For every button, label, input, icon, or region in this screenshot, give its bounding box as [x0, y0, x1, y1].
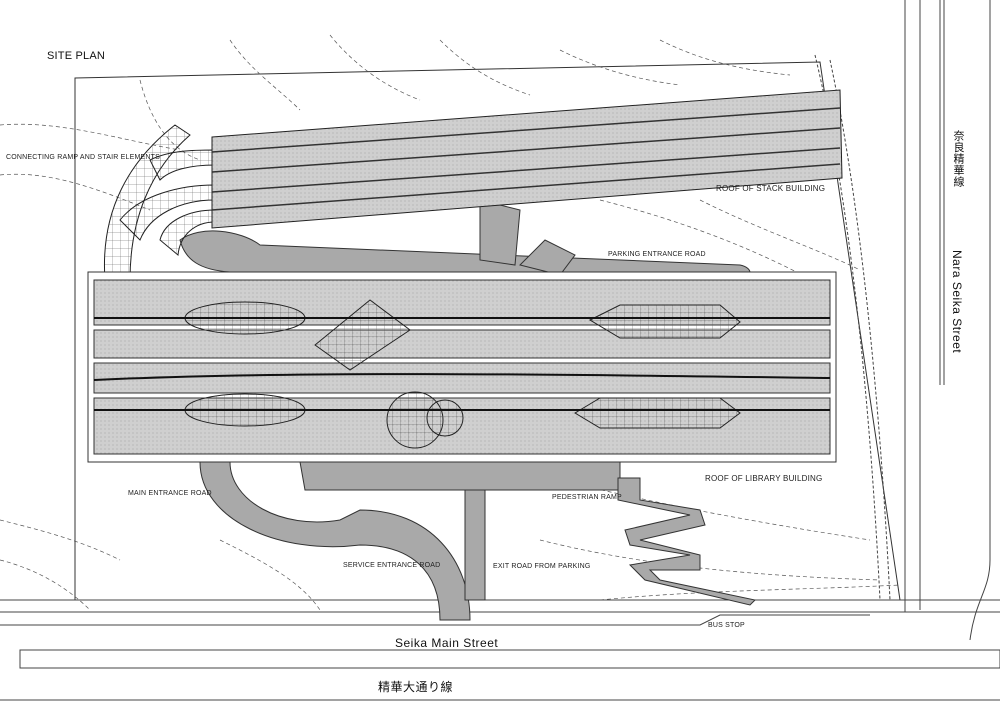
nara-seika-street-lines [814, 0, 991, 641]
street-nara-seika-en: Nara Seika Street [950, 250, 964, 354]
label-service-entrance: SERVICE ENTRANCE ROAD [343, 562, 441, 569]
library-building-roof [87, 271, 837, 463]
label-connecting-ramp: CONNECTING RAMP AND STAIR ELEMENTS [6, 154, 160, 161]
roads [179, 199, 757, 621]
connecting-ramp-elements [103, 124, 216, 281]
site-plan-title: SITE PLAN [47, 50, 106, 62]
label-roof-stack: ROOF OF STACK BUILDING [716, 184, 826, 193]
label-parking-entrance: PARKING ENTRANCE ROAD [608, 251, 706, 258]
label-main-entrance: MAIN ENTRANCE ROAD [128, 490, 212, 497]
stack-building-roof [211, 89, 843, 229]
label-bus-stop: BUS STOP [708, 622, 745, 629]
contour-lines [0, 34, 901, 611]
street-seika-main-jp: 精華大通り線 [378, 680, 454, 694]
label-exit-road: EXIT ROAD FROM PARKING [493, 563, 591, 570]
street-seika-main-en: Seika Main Street [395, 636, 499, 650]
street-nara-seika-jp: 奈良精華線 [952, 130, 964, 188]
label-pedestrian-ramp: PEDESTRIAN RAMP [552, 494, 622, 501]
label-roof-library: ROOF OF LIBRARY BUILDING [705, 474, 823, 483]
seika-main-street-lines [0, 599, 1000, 701]
